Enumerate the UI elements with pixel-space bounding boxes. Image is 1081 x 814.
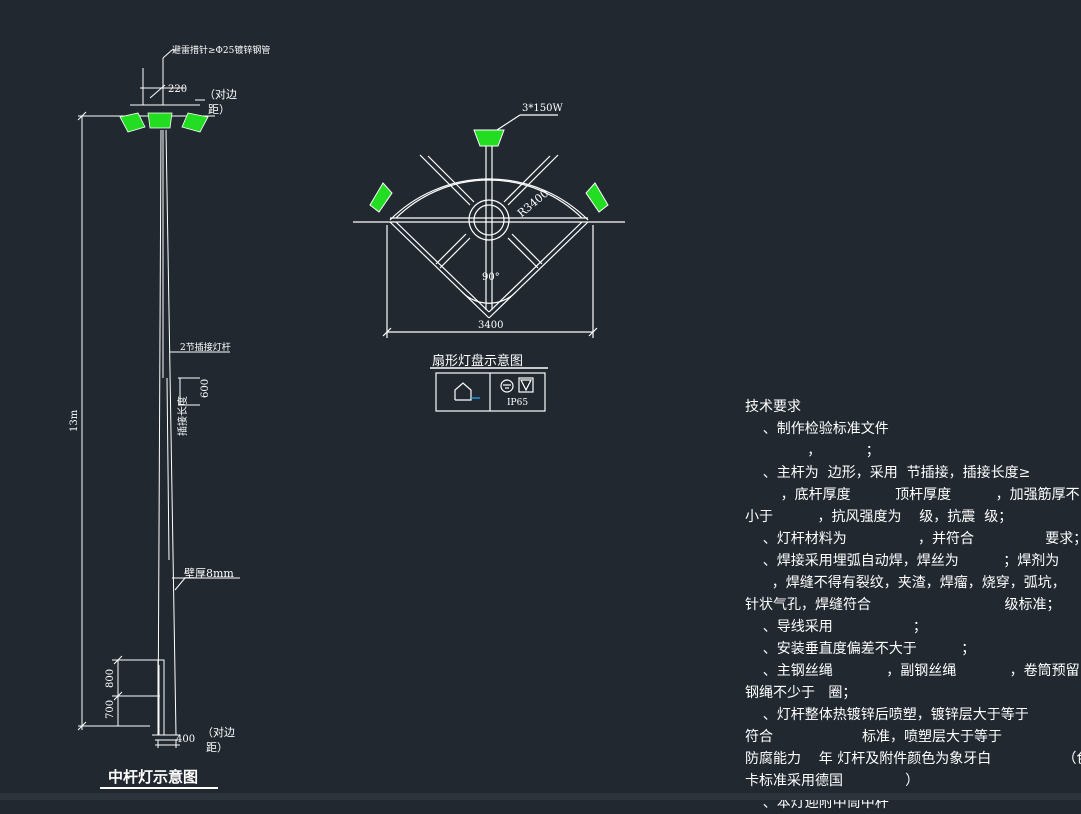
requirement-line: 、灯杆整体热镀锌后喷塑，镀锌层大于等于 [745,707,1029,723]
requirement-line: 、焊接采用埋弧自动焊，焊丝为 ；焊剂为 [745,553,1060,569]
requirement-line: 、灯杆材料为 ，并符合 要求； [745,531,1081,547]
pole-base-dim-upper: 800 [105,668,116,688]
lightning-rod-label: 避雷措针≥Φ25镀锌钢管 [172,46,271,56]
pole-base-note-2: 距） [206,741,228,754]
pole-sections-label: 2节插接灯杆 [180,343,231,353]
requirement-line: ，底杆厚度 顶杆厚度 ，加强筋厚不 [745,487,1080,503]
pole-base-width: 400 [176,734,196,745]
requirement-line: 、制作检验标准文件 [745,421,889,437]
fan-title: 扇形灯盘示意图 [432,354,524,369]
pole-top-note-1: （对边 [204,88,237,101]
pole-top-note-2: 距） [208,103,230,116]
requirement-line: 技术要求 [745,399,801,415]
requirement-line: 、主钢丝绳 ，副钢丝绳 ，卷筒预留 [745,663,1080,679]
fan-lamps [369,129,609,213]
fan-outer-arc [389,178,589,221]
requirement-line: 、安装垂直度偏差不大于 ； [745,641,976,657]
pole-lamp-left [119,112,146,133]
fan-ip-label: IP65 [507,398,529,408]
pole-base-note-1: （对边 [202,726,235,739]
requirement-line: 防腐能力 年 灯杆及附件颜色为象牙白 （色 [745,751,1081,767]
requirement-line: 针状气孔，焊缝符合 级标准； [745,597,1061,613]
fan-width-label: 3400 [478,320,504,331]
pole-height-label: 13m [69,409,80,432]
pole-insert-dimension: 600 [200,378,211,398]
pole-lamp-center [147,112,173,129]
requirement-line: 符合 标准，喷塑层大于等于 [745,729,1003,745]
requirement-line: 钢绳不少于 圈； [745,685,857,701]
technical-requirements: 技术要求 、制作检验标准文件 ， ； 、主杆为 边形，采用 节插接，插接长度≥ … [745,396,1081,814]
house-icon [454,382,472,401]
pole-lamp-right [181,112,209,133]
pole-drawing [77,49,240,789]
ground-icon [500,379,514,393]
fan-drawing [353,114,625,412]
pole-top-dimension: 220 [168,84,188,95]
fan-center-ring [468,199,510,241]
pole-insert-label: 插接长度 [178,396,189,436]
pole-base-dim-lower: 700 [105,699,116,719]
pole-left-edge [157,129,162,736]
pole-title: 中杆灯示意图 [108,768,199,786]
requirement-line: ， ； [745,443,880,459]
pole-lamps [119,112,209,133]
requirement-line: 、主杆为 边形，采用 节插接，插接长度≥ [745,465,1031,481]
fan-left-edge [389,221,490,319]
fan-lamp-label: 3*150W [522,103,563,114]
fan-angle-label: 90° [482,272,500,283]
fan-right-edge [488,221,589,319]
bottom-strip [0,793,1081,800]
requirement-line: 、导线采用 ； [745,619,927,635]
warning-triangle-icon [520,379,532,392]
requirement-line: ，焊缝不得有裂纹，夹渣，焊瘤，烧穿，弧坑， [745,575,1066,591]
requirement-line: 卡标准采用德国 ） [745,773,920,789]
fan-lamp-left [369,182,393,213]
fan-lamp-top [473,129,505,147]
requirement-line: 小于 ，抗风强度为 级，抗震 级； [745,509,1013,525]
pole-right-edge [165,129,177,736]
pole-wall-label: 壁厚8mm [184,567,234,580]
fan-lamp-right [585,182,609,213]
